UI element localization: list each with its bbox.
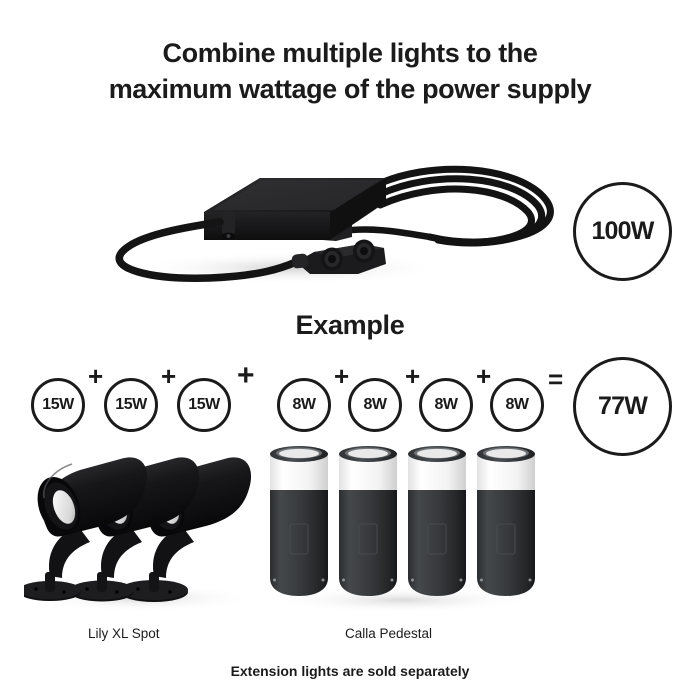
operator-plus-group: + (237, 359, 255, 392)
three-port-connector (291, 239, 386, 274)
lily-spots-svg (19, 457, 252, 612)
headline-line-1: Combine multiple lights to the (162, 38, 538, 68)
lily-spot-1 (19, 457, 148, 601)
badge-calla-1-value: 8W (292, 396, 317, 413)
badge-lily-1: 15W (31, 378, 85, 432)
badge-calla-3-value: 8W (434, 396, 459, 413)
operator-plus-5: + (476, 361, 492, 391)
max-wattage-badge: 100W (573, 182, 672, 281)
badge-calla-4-value: 8W (505, 396, 530, 413)
badge-calla-3: 8W (419, 378, 473, 432)
calla-pedestal-3 (408, 446, 466, 596)
operator-plus-1: + (88, 361, 104, 391)
label-lily-xl-spot: Lily XL Spot (88, 626, 160, 641)
total-wattage-value: 77W (597, 392, 648, 420)
calla-pedestal-4 (477, 446, 535, 596)
calla-pedestal-2 (339, 446, 397, 596)
badge-lily-3: 15W (177, 378, 231, 432)
badge-calla-2-value: 8W (363, 396, 388, 413)
badge-lily-2-value: 15W (115, 396, 147, 413)
badge-lily-1-value: 15W (42, 396, 74, 413)
badge-calla-4: 8W (490, 378, 544, 432)
psu-brick (204, 178, 386, 240)
max-wattage-value: 100W (591, 217, 654, 245)
operator-plus-4: + (405, 361, 421, 391)
headline-line-2: maximum wattage of the power supply (108, 73, 592, 104)
operator-plus-2: + (161, 361, 177, 391)
low-voltage-cable (115, 218, 300, 282)
power-supply-illustration (100, 140, 580, 295)
badge-calla-2: 8W (348, 378, 402, 432)
badge-lily-2: 15W (104, 378, 158, 432)
calla-pedestals-svg (270, 446, 535, 613)
operator-plus-3: + (334, 361, 350, 391)
calla-pedestal-group (268, 428, 536, 613)
operator-equals: = (548, 364, 564, 394)
total-wattage-badge: 77W (573, 357, 672, 456)
page-title: Combine multiple lights to the maximum w… (0, 36, 700, 108)
power-supply-svg (115, 165, 554, 284)
calla-pedestal-1 (270, 446, 328, 596)
badge-lily-3-value: 15W (188, 396, 220, 413)
footer-note: Extension lights are sold separately (230, 663, 470, 679)
badge-calla-1: 8W (277, 378, 331, 432)
ac-cord (348, 165, 554, 247)
section-title: Example (295, 310, 405, 340)
lily-xl-spot-group (19, 438, 264, 613)
label-calla-pedestal: Calla Pedestal (345, 626, 433, 641)
